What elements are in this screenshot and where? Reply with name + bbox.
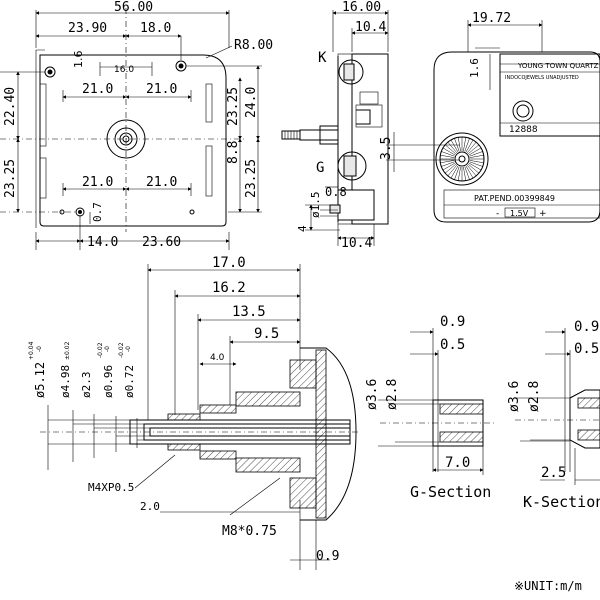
dim-front-slot: 16.0	[114, 65, 134, 75]
dim-section-162: 16.2	[212, 280, 246, 296]
front-view	[0, 8, 262, 250]
dim-front-bottom-left: 14.0	[87, 235, 118, 250]
dim-k-dia-36: ø3.6	[507, 381, 522, 412]
dim-k-05: 0.5	[574, 341, 599, 357]
back-minus-text: -	[496, 209, 499, 219]
back-gear	[435, 132, 489, 186]
dim-g-09: 0.9	[440, 314, 465, 330]
tol-section-498: ±0.02	[64, 341, 71, 360]
tol-section-072-bot: -0	[125, 346, 132, 352]
dim-front-width: 56.00	[114, 0, 153, 15]
dim-front-left-lower: 23.25	[3, 159, 18, 198]
g-section-label: G-Section	[410, 483, 491, 501]
dim-front-right-upper-b: 24.0	[244, 87, 259, 118]
side-k-label: K	[318, 50, 327, 66]
k-section	[515, 328, 600, 485]
dim-front-right-hole: 18.0	[140, 21, 171, 36]
dim-section-dia-23: ø2.3	[80, 372, 93, 399]
back-view	[386, 20, 600, 223]
dim-section-dia-096: ø0.96	[102, 365, 115, 398]
dim-section-20: 2.0	[140, 500, 160, 513]
back-patent-text: PAT.PEND.00399849	[474, 194, 555, 203]
dim-back-left-offset: 1.6	[468, 58, 481, 78]
dim-section-95: 9.5	[254, 326, 279, 342]
dim-side-bottom-width: 10.4	[341, 236, 372, 251]
back-voltage-text: 1.5V	[510, 209, 529, 218]
back-brand-text: YOUNG TOWN QUARTZ	[517, 62, 599, 70]
dim-front-bottom-right-21: 21.0	[146, 175, 177, 190]
front-left-slot-lower	[39, 157, 47, 199]
unit-note: ※UNIT:m/m	[514, 579, 582, 593]
tol-section-512-top: +0.04	[28, 341, 35, 360]
dim-k-09: 0.9	[574, 319, 599, 335]
dim-front-bottom-right: 23.60	[142, 235, 181, 250]
back-battery-marking	[504, 207, 536, 218]
dim-front-right-lower: 23.25	[244, 159, 259, 198]
dim-front-bottom-offset: 0.7	[91, 202, 104, 222]
front-plate-inner	[35, 49, 45, 228]
dim-g-dia-28: ø2.8	[385, 379, 400, 410]
tol-section-096-top: -0.02	[97, 342, 104, 358]
dim-section-dia-512: ø5.12	[33, 362, 47, 398]
section-view	[40, 264, 360, 570]
section-thread-label: M4XP0.5	[88, 481, 134, 494]
dim-front-left-upper: 22.40	[3, 87, 18, 126]
back-code-text: 12888	[509, 125, 538, 135]
dim-side-dia-15: ø1.5	[309, 192, 322, 219]
dim-k-25: 2.5	[541, 465, 566, 481]
dim-section-dia-072: ø0.72	[123, 365, 136, 398]
side-g-detail-circle	[337, 151, 367, 181]
dim-side-4: 4	[296, 225, 309, 232]
side-view	[281, 10, 389, 246]
front-plate-outline	[39, 54, 227, 227]
dim-front-radius: R8.00	[234, 38, 273, 53]
dim-front-right-mid: 8.8	[226, 141, 241, 164]
front-right-slot-lower	[205, 145, 213, 197]
dim-front-right-upper-a: 23.25	[226, 87, 241, 126]
dim-section-40: 4.0	[210, 353, 225, 363]
dim-g-05: 0.5	[440, 337, 465, 353]
side-g-label: G	[316, 160, 324, 176]
dim-front-bottom-left-21: 21.0	[82, 175, 113, 190]
side-shaft	[299, 129, 339, 141]
front-left-slot	[39, 83, 47, 147]
dim-side-top-width: 16.00	[342, 0, 381, 15]
front-hole-bottom-right	[189, 209, 195, 215]
dim-g-dia-36: ø3.6	[365, 379, 380, 410]
dim-front-top-offset: 1.6	[72, 51, 85, 69]
side-k-detail-circle	[338, 59, 364, 85]
dim-section-17: 17.0	[212, 255, 246, 271]
dim-side-08: 0.8	[325, 185, 347, 199]
dim-k-dia-28: ø2.8	[527, 381, 542, 412]
dim-front-top-left-21: 21.0	[82, 82, 113, 97]
tol-section-512-bot: -0	[36, 346, 43, 352]
back-sun-logo	[512, 100, 534, 122]
dim-section-09: 0.9	[316, 549, 339, 564]
back-case-outline	[433, 51, 600, 223]
front-right-slot	[205, 83, 213, 123]
dim-front-left-hole: 23.90	[68, 21, 107, 36]
k-section-label: K-Section	[523, 493, 600, 511]
tol-section-096-bot: -0	[104, 346, 111, 352]
back-label-plate	[499, 53, 600, 137]
dim-back-gear-offset: 3.5	[379, 137, 394, 160]
dim-back-top-offset: 19.72	[472, 11, 511, 26]
dim-side-top-inner: 10.4	[355, 20, 386, 35]
front-hole-bottom-small	[59, 209, 65, 215]
back-subtitle-text: INDOCOJEWELS UNADJUSTED	[505, 75, 579, 81]
dim-g-70: 7.0	[445, 455, 470, 471]
dim-front-top-right-21: 21.0	[146, 82, 177, 97]
dim-section-dia-498: ø4.98	[59, 365, 72, 398]
g-section	[378, 328, 495, 475]
back-plus-text: +	[539, 209, 547, 219]
dim-section-135: 13.5	[232, 304, 266, 320]
tol-section-072-top: -0.02	[118, 342, 125, 358]
section-m8-label: M8*0.75	[222, 524, 277, 539]
